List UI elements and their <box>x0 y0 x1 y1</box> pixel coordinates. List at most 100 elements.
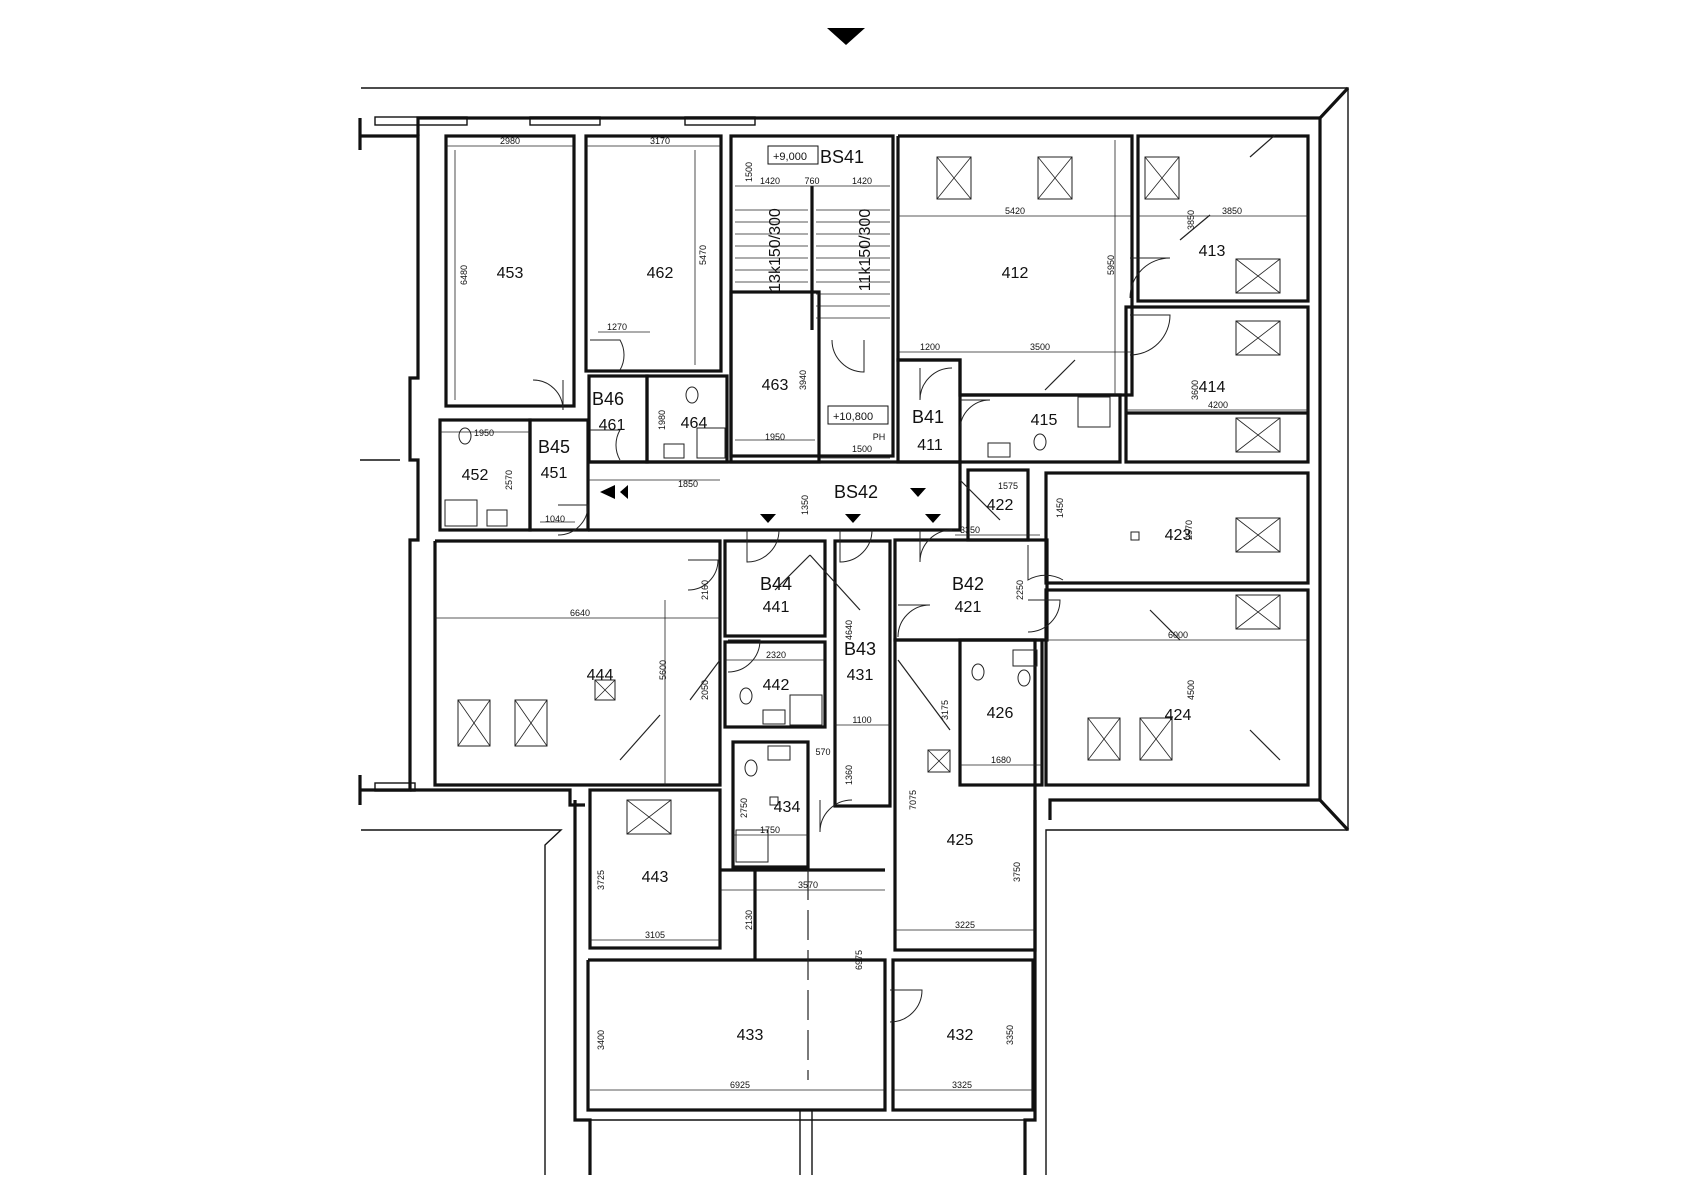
svg-text:4500: 4500 <box>1186 680 1196 700</box>
room-441: 441 <box>763 599 790 616</box>
skylight-icon <box>1235 517 1281 553</box>
skylight-icon <box>1235 258 1281 294</box>
svg-text:2130: 2130 <box>744 910 754 930</box>
svg-text:3350: 3350 <box>960 525 980 535</box>
svg-text:3400: 3400 <box>596 1030 606 1050</box>
washbasin-icon <box>767 745 791 761</box>
svg-text:1750: 1750 <box>760 825 780 835</box>
skylight-icon <box>1139 717 1173 761</box>
svg-text:1450: 1450 <box>1055 498 1065 518</box>
toilet-icon <box>971 663 985 681</box>
room-443: 443 <box>642 869 669 886</box>
skylight-icon <box>626 799 672 835</box>
room-labels: 453 462 463 412 413 414 415 411 461 464 … <box>462 243 1226 1044</box>
skylight-icon <box>1235 594 1281 630</box>
room-444: 444 <box>587 667 614 684</box>
room-442: 442 <box>763 677 790 694</box>
svg-text:3105: 3105 <box>645 930 665 940</box>
arrow-down-icon <box>845 514 861 523</box>
arrow-down-icon <box>925 514 941 523</box>
svg-text:1200: 1200 <box>920 342 940 352</box>
shaft-icon <box>769 796 779 806</box>
room-422: 422 <box>987 497 1014 514</box>
svg-text:5420: 5420 <box>1005 206 1025 216</box>
arrow-down-icon <box>910 488 926 497</box>
arrow-down-icon <box>760 514 776 523</box>
room-434: 434 <box>774 799 801 816</box>
svg-text:6975: 6975 <box>854 950 864 970</box>
room-413: 413 <box>1199 243 1226 260</box>
shower-icon <box>789 694 823 726</box>
skylight-icon <box>1037 156 1073 200</box>
room-433: 433 <box>737 1027 764 1044</box>
svg-text:1100: 1100 <box>852 715 871 725</box>
skylight-icon <box>514 699 548 747</box>
washbasin-icon <box>1012 649 1038 667</box>
svg-text:1500: 1500 <box>744 162 754 182</box>
stair-label-right: 11k150/300 <box>857 209 874 292</box>
svg-text:1040: 1040 <box>545 514 565 524</box>
direction-arrows <box>600 485 941 523</box>
dimension-lines <box>435 140 1308 1091</box>
svg-text:1950: 1950 <box>765 432 785 442</box>
svg-text:1420: 1420 <box>760 176 780 186</box>
toilet-icon <box>685 386 699 404</box>
room-411: 411 <box>917 437 943 454</box>
dimension-labels: 2980 3170 1500 1420 760 1420 6480 5470 1… <box>459 136 1242 1090</box>
svg-text:4200: 4200 <box>1208 400 1228 410</box>
svg-text:2320: 2320 <box>766 650 786 660</box>
svg-text:2250: 2250 <box>1015 580 1025 600</box>
block-bs42: BS42 <box>834 482 878 502</box>
svg-text:2050: 2050 <box>700 680 710 700</box>
svg-text:3175: 3175 <box>940 700 950 720</box>
skylight-icon <box>1235 320 1281 356</box>
interior-walls <box>433 134 1310 1175</box>
skylight-icon <box>936 156 972 200</box>
svg-text:3225: 3225 <box>955 920 975 930</box>
svg-text:2980: 2980 <box>500 136 520 146</box>
diagonal-markers <box>619 134 1281 1080</box>
room-425: 425 <box>947 832 974 849</box>
room-452: 452 <box>462 467 489 484</box>
svg-text:3170: 3170 <box>650 136 670 146</box>
block-b41: B41 <box>912 407 944 427</box>
svg-text:3850: 3850 <box>1186 210 1196 230</box>
outer-outline <box>361 86 1350 1175</box>
block-b45: B45 <box>538 437 570 457</box>
svg-text:3725: 3725 <box>596 870 606 890</box>
room-463: 463 <box>762 377 789 394</box>
shaft-icon <box>1130 531 1140 541</box>
svg-text:5600: 5600 <box>658 660 668 680</box>
svg-text:1950: 1950 <box>474 428 494 438</box>
svg-text:1350: 1350 <box>800 495 810 515</box>
washbasin-icon <box>663 443 685 459</box>
room-451: 451 <box>541 465 568 482</box>
room-423: 423 <box>1165 527 1192 544</box>
svg-text:570: 570 <box>815 747 830 757</box>
svg-text:6480: 6480 <box>459 265 469 285</box>
stair-label-left: 13k150/300 <box>767 208 784 292</box>
arrow-left-icon <box>600 485 615 499</box>
window-marks <box>374 116 756 792</box>
skylight-icon <box>594 679 616 701</box>
toilet-icon <box>739 687 753 705</box>
room-432: 432 <box>947 1027 974 1044</box>
shower-icon <box>1077 396 1111 428</box>
room-412: 412 <box>1002 265 1029 282</box>
svg-text:7075: 7075 <box>908 790 918 810</box>
svg-text:1500: 1500 <box>852 444 872 454</box>
svg-text:3750: 3750 <box>1012 862 1022 882</box>
level-lower: +10,800 <box>833 411 873 423</box>
svg-text:760: 760 <box>804 176 819 186</box>
svg-text:6925: 6925 <box>730 1080 750 1090</box>
svg-text:4640: 4640 <box>844 620 854 640</box>
washbasin-icon <box>762 709 786 725</box>
block-bs41: BS41 <box>820 147 864 167</box>
svg-text:1850: 1850 <box>678 479 698 489</box>
svg-text:3850: 3850 <box>1222 206 1242 216</box>
skylight-icon <box>457 699 491 747</box>
shower-icon <box>444 499 478 527</box>
svg-text:2570: 2570 <box>504 470 514 490</box>
skylight-icon <box>1087 717 1121 761</box>
